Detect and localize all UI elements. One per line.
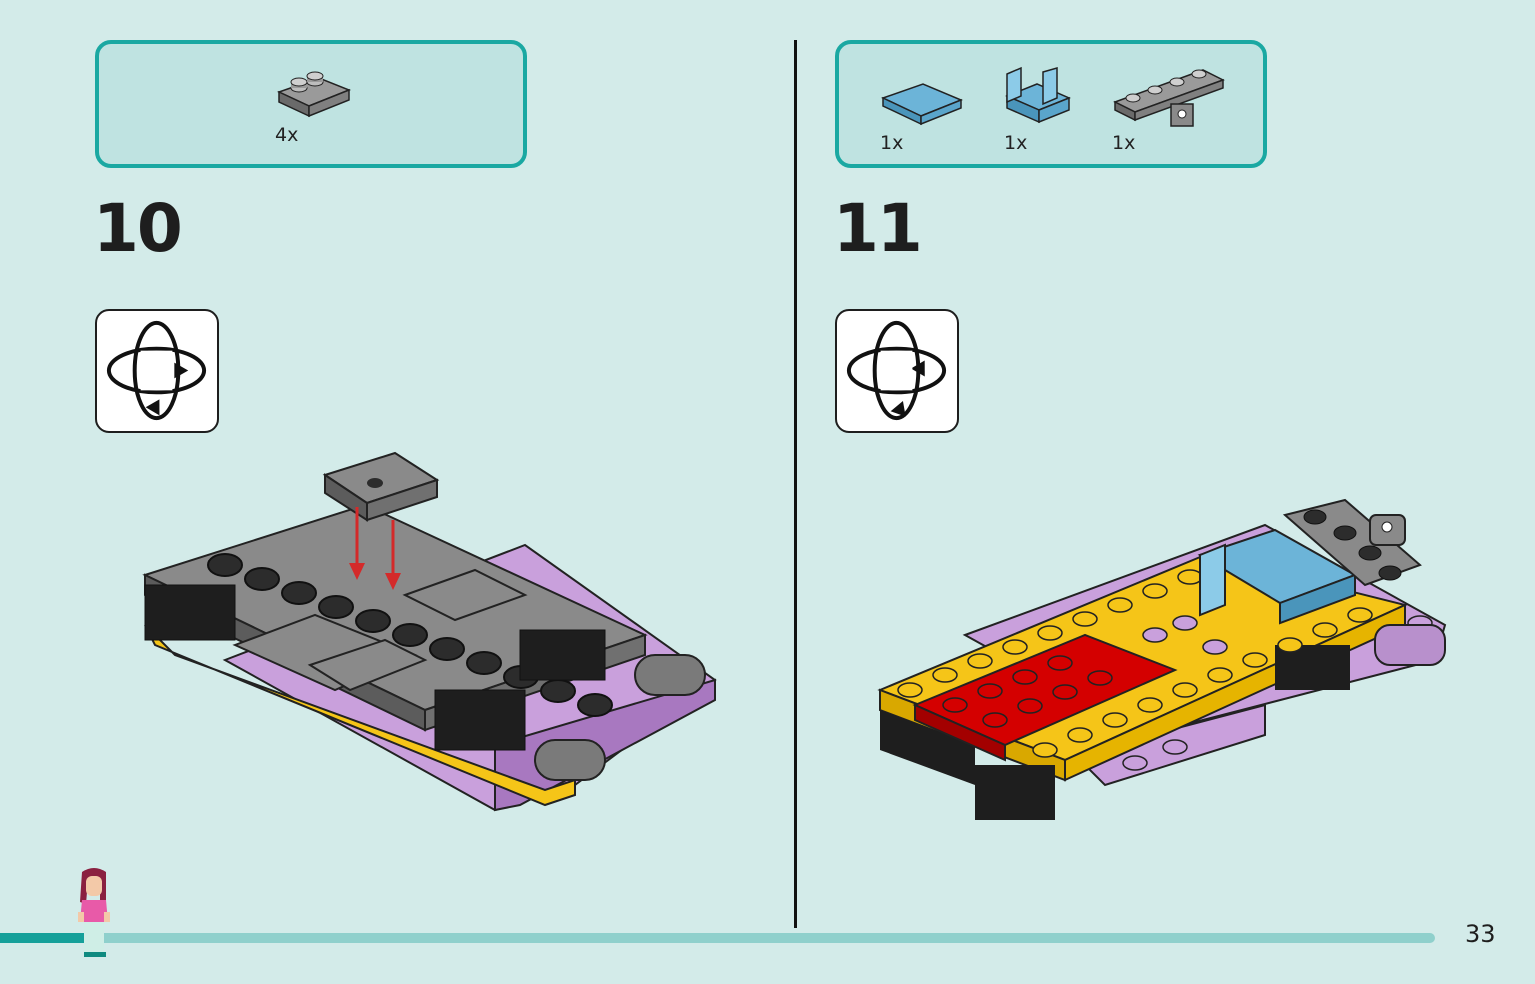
part-quantity: 4x xyxy=(275,124,299,146)
column-divider xyxy=(794,40,797,928)
assembly-model-step-10 xyxy=(142,451,717,812)
page-number: 33 xyxy=(1465,920,1496,948)
rotate-model-icon xyxy=(846,320,947,421)
rotate-model-button xyxy=(95,309,219,433)
blue-tile-icon xyxy=(881,83,963,126)
step-number: 11 xyxy=(833,190,923,267)
part-quantity: 1x xyxy=(1004,132,1028,154)
parts-callout-step-11: 1x 1x 1x xyxy=(835,40,1267,168)
step-number: 10 xyxy=(93,190,183,267)
rotate-model-button xyxy=(835,309,959,433)
gray-rail-plate-icon xyxy=(277,71,352,118)
page-progress-bar xyxy=(0,933,1435,943)
blue-seat-icon xyxy=(1005,66,1071,124)
part-quantity: 1x xyxy=(880,132,904,154)
minifigure-character-icon xyxy=(78,868,110,957)
page-progress-accent xyxy=(0,933,90,943)
parts-callout-step-10: 4x xyxy=(95,40,527,168)
part-quantity: 1x xyxy=(1112,132,1136,154)
gray-hinge-plate-icon xyxy=(1113,69,1225,127)
rotate-model-icon xyxy=(106,320,207,421)
assembly-model-step-11 xyxy=(877,498,1447,820)
